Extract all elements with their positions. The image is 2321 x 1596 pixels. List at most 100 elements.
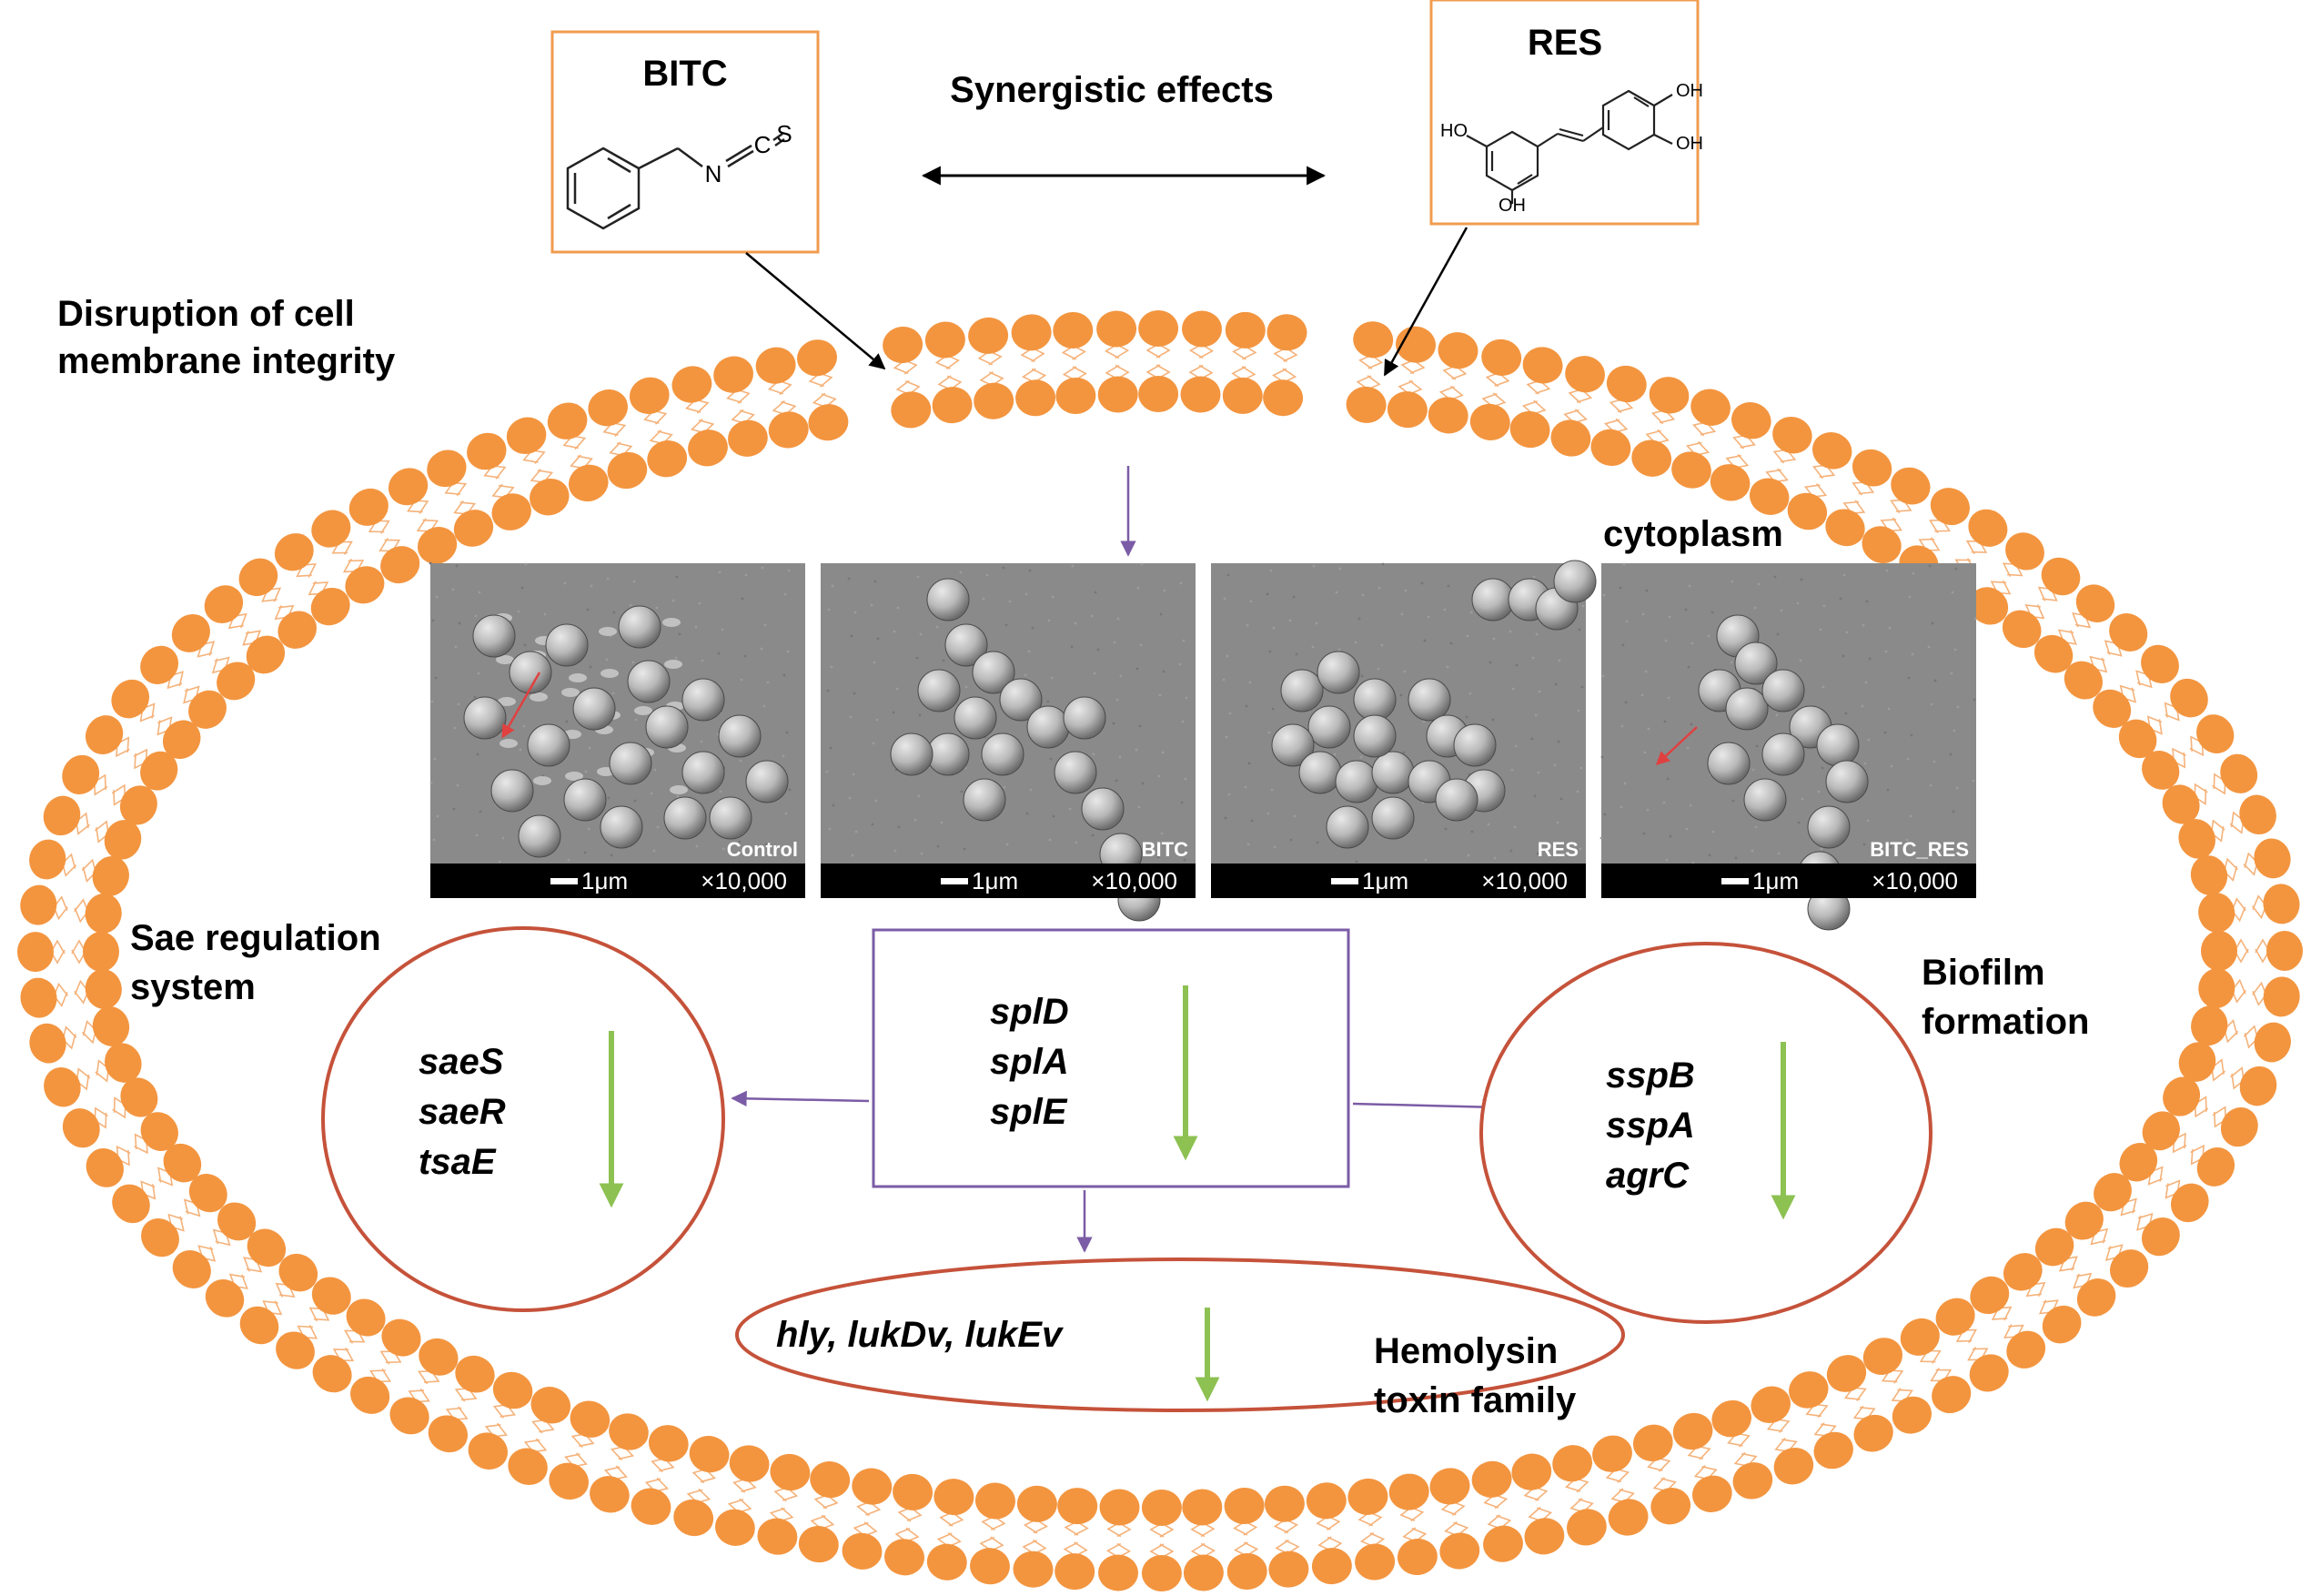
lipid-molecule <box>388 468 458 564</box>
lipid-molecule <box>1138 310 1179 412</box>
lipid-molecule <box>2002 557 2081 649</box>
scale-bar-strip <box>821 864 1196 898</box>
lipid-molecule <box>1751 1386 1814 1485</box>
bitc-atom-s: S <box>776 120 792 147</box>
biofilm-label-line1: Biofilm <box>1922 953 2045 993</box>
scale-bar <box>1721 878 1749 884</box>
lipid-molecule <box>673 1435 730 1537</box>
scale-bar-label: 1μm <box>581 867 628 894</box>
lipid-molecule <box>2064 613 2148 700</box>
lipid-molecule <box>2094 1173 2180 1257</box>
lipid-molecule <box>884 1473 933 1576</box>
lipid-molecule <box>111 679 201 760</box>
lipid-molecule <box>629 377 688 478</box>
lipid-molecule <box>1710 401 1771 501</box>
red-pointer-arrow <box>1655 726 1698 766</box>
gene-sspb: sspB <box>1606 1056 1695 1096</box>
lipid-molecule <box>350 1318 421 1414</box>
lipid-molecule <box>2162 753 2258 824</box>
lipid-molecule <box>549 1400 611 1500</box>
scale-bar-strip <box>430 864 805 898</box>
lipid-molecule <box>1222 311 1266 414</box>
lipid-molecule <box>1862 467 1931 564</box>
lipid-molecule <box>755 347 809 449</box>
lipid-molecule <box>1429 1468 1480 1570</box>
membrane-label-line1: Disruption of cell <box>57 294 355 334</box>
lipid-molecule <box>2142 714 2235 790</box>
res-atom-oh-right: OH <box>1676 134 1703 154</box>
lipid-molecule <box>29 839 129 896</box>
lipid-molecule <box>1900 1318 1972 1414</box>
lipid-molecule <box>2142 1111 2235 1187</box>
sem-micrograph-panel: Control1μm×10,000BITC1μm×10,000RES1μm×10… <box>429 560 1977 931</box>
res-atom-oh-bottom: OH <box>1499 196 1526 216</box>
lipid-molecule <box>1862 1338 1932 1434</box>
lipid-molecule <box>2198 884 2300 933</box>
lipid-molecule <box>1590 365 1647 467</box>
lipid-molecule <box>1789 1371 1853 1470</box>
lipid-molecule <box>1672 1412 1732 1512</box>
lipid-molecule <box>2118 678 2208 759</box>
res-to-membrane-arrow <box>1383 227 1468 377</box>
lipid-molecule <box>2119 1142 2209 1223</box>
lipid-molecule <box>1013 1485 1057 1588</box>
lipid-molecule <box>883 326 932 429</box>
lipid-molecule <box>1388 1473 1438 1576</box>
lipid-molecule <box>85 715 178 791</box>
scale-bar-label: 1μm <box>1362 867 1408 894</box>
cytoplasm-label: cytoplasm <box>1603 514 1783 554</box>
lipid-molecule <box>428 1355 495 1453</box>
biofilm-gene-circle: sspB sspA agrC <box>1479 942 1932 1324</box>
lipid-molecule <box>141 1174 227 1258</box>
scale-bar-strip <box>1211 864 1586 898</box>
lipid-molecule <box>1141 1490 1182 1591</box>
micrograph-caption: Control <box>727 838 798 861</box>
gene-spla: splA <box>990 1042 1069 1082</box>
lipid-molecule <box>671 366 728 467</box>
lipid-molecule <box>1263 314 1307 417</box>
lipid-molecule <box>926 1479 974 1581</box>
lipid-molecule <box>508 1387 571 1486</box>
magnification-label: ×10,000 <box>1872 867 1958 894</box>
micrograph-caption: BITC_RES <box>1870 838 1969 861</box>
sae-label-line2: system <box>130 967 256 1007</box>
lipid-molecule <box>924 321 973 424</box>
bitc-structure-icon <box>566 132 785 230</box>
lipid-molecule <box>2198 968 2300 1017</box>
lipid-molecule <box>29 1006 130 1064</box>
lipid-molecule <box>1935 1298 2009 1392</box>
bitc-to-membrane-arrow <box>745 252 886 370</box>
bitc-label: BITC <box>642 54 727 94</box>
lipid-molecule <box>757 1453 811 1555</box>
hemolysin-label-line1: Hemolysin <box>1374 1331 1558 1371</box>
lipid-molecule <box>1346 321 1394 423</box>
lipid-molecule <box>1469 338 1522 440</box>
res-compound-box: RES HO OH OH OH <box>1429 0 1703 226</box>
res-structure-icon <box>1466 89 1673 204</box>
sae-gene-circle: saeS saeR tsaE <box>321 926 725 1312</box>
lipid-molecule <box>389 1338 459 1435</box>
lipid-molecule <box>1825 449 1892 547</box>
lipid-molecule <box>1180 310 1222 413</box>
membrane-label-line2: membrane integrity <box>57 341 396 381</box>
lipid-molecule <box>2190 838 2291 895</box>
lipid-molecule <box>714 1445 770 1546</box>
box-to-biofilm-arrow <box>1352 1098 1499 1116</box>
lipid-molecule <box>1053 311 1096 415</box>
lipid-molecule <box>205 1228 287 1318</box>
lipid-molecule <box>1550 356 1606 457</box>
lipid-molecule <box>797 339 849 441</box>
lipid-molecule <box>239 1253 318 1345</box>
lipid-molecule <box>2201 931 2303 971</box>
lipid-molecule <box>86 1112 178 1187</box>
lipid-molecule <box>1055 1488 1098 1591</box>
magnification-label: ×10,000 <box>1091 867 1177 894</box>
lipid-molecule <box>631 1425 689 1525</box>
scale-bar <box>1331 878 1358 884</box>
lipid-molecule <box>1471 1460 1523 1562</box>
lipid-molecule <box>1224 1487 1267 1591</box>
lipid-molecule <box>2003 1253 2082 1344</box>
lipid-molecule <box>1632 1424 1691 1525</box>
gene-sspa: sspA <box>1606 1106 1695 1146</box>
lipid-molecule <box>1264 1485 1309 1588</box>
